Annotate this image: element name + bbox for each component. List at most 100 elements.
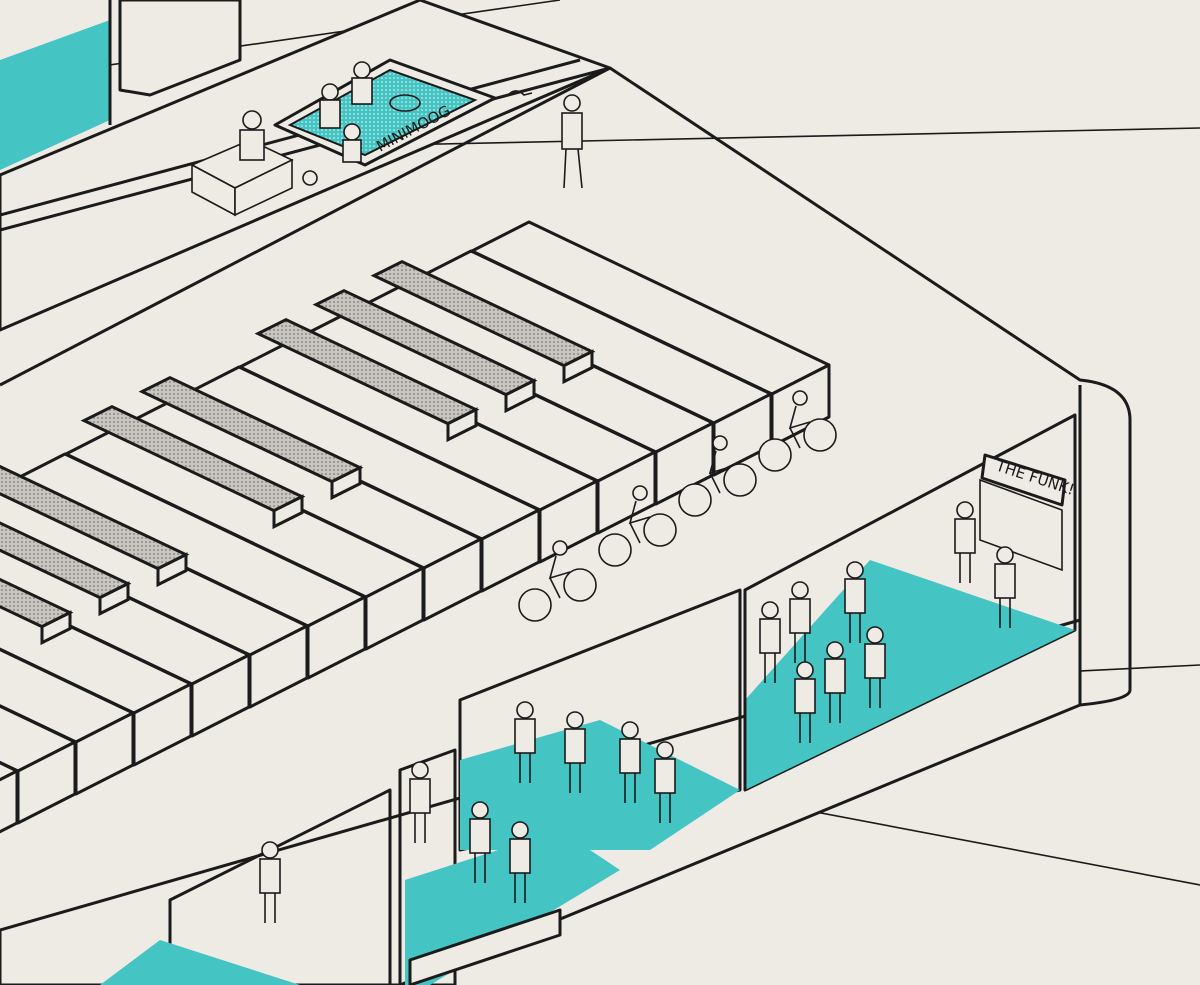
bike-wheel	[803, 418, 837, 452]
cyclist	[678, 435, 757, 517]
person-legs	[264, 893, 276, 923]
person	[864, 626, 886, 708]
rider-head	[792, 390, 808, 406]
person-legs	[659, 793, 671, 823]
person-body	[469, 818, 491, 854]
bike-wheel	[518, 588, 552, 622]
person	[564, 711, 586, 793]
bench	[408, 908, 562, 985]
person-head	[411, 761, 429, 779]
person-body	[759, 618, 781, 654]
person	[509, 821, 531, 903]
bike-wheel	[758, 438, 792, 472]
person-legs	[764, 653, 776, 683]
person	[469, 801, 491, 883]
person-body	[824, 658, 846, 694]
rider-head	[552, 540, 568, 556]
person-legs	[569, 763, 581, 793]
person-head	[621, 721, 639, 739]
person-legs	[799, 713, 811, 743]
person-head	[866, 626, 884, 644]
person-body	[844, 578, 866, 614]
person-legs	[624, 773, 636, 803]
person-legs	[829, 693, 841, 723]
person	[759, 601, 781, 683]
bike-wheel	[678, 483, 712, 517]
person	[619, 721, 641, 803]
person-legs	[474, 853, 486, 883]
cyclist	[518, 540, 597, 622]
rider-body	[708, 450, 731, 494]
rider-head	[712, 435, 728, 451]
person-head	[826, 641, 844, 659]
person	[954, 501, 976, 583]
band-members	[259, 501, 1016, 923]
person-body	[509, 838, 531, 874]
rider-body	[788, 405, 811, 449]
cyclist	[598, 485, 677, 567]
person-head	[261, 841, 279, 859]
person-body	[514, 718, 536, 754]
black-key-front	[156, 552, 188, 588]
person-body	[409, 778, 431, 814]
person-body	[654, 758, 676, 794]
person-body	[789, 598, 811, 634]
black-key-front	[98, 581, 130, 617]
person	[789, 581, 811, 663]
person-legs	[959, 553, 971, 583]
person-head	[996, 546, 1014, 564]
person	[794, 661, 816, 743]
rider-body	[628, 500, 651, 544]
black-key-front	[330, 465, 362, 501]
person-body	[864, 643, 886, 679]
bike-wheel	[598, 533, 632, 567]
person-head	[471, 801, 489, 819]
person-legs	[514, 873, 526, 903]
person-head	[761, 601, 779, 619]
person	[824, 641, 846, 723]
rider-head	[632, 485, 648, 501]
upper-panel	[0, 0, 1132, 707]
person-legs	[999, 598, 1011, 628]
people-in-pool	[319, 61, 373, 163]
rider-body	[548, 555, 571, 599]
dj-desk	[190, 110, 318, 217]
person-body	[564, 728, 586, 764]
bike-wheel	[563, 568, 597, 602]
upper-left-room	[0, 0, 242, 170]
person-head	[511, 821, 529, 839]
person-head	[791, 581, 809, 599]
cyclists	[518, 390, 837, 622]
black-key-front	[40, 610, 72, 646]
person-legs	[519, 753, 531, 783]
person	[844, 561, 866, 643]
person-head	[796, 661, 814, 679]
piano-keys	[0, 220, 831, 834]
white-key	[0, 761, 19, 782]
white-key-front	[0, 769, 19, 834]
person-head	[846, 561, 864, 579]
bike-wheel	[643, 513, 677, 547]
person	[409, 761, 431, 843]
person-legs	[849, 613, 861, 643]
person	[514, 701, 536, 783]
person-legs	[794, 633, 806, 663]
person-legs	[414, 813, 426, 843]
funk-poster-frame	[980, 453, 1067, 507]
standing-person	[507, 90, 583, 189]
person-body	[619, 738, 641, 774]
person	[259, 841, 281, 923]
black-key-front	[504, 378, 536, 414]
person-head	[566, 711, 584, 729]
person	[654, 741, 676, 823]
person	[994, 546, 1016, 628]
person-head	[516, 701, 534, 719]
black-key-front	[446, 407, 478, 443]
bike-wheel	[723, 463, 757, 497]
person-body	[994, 563, 1016, 599]
person-body	[259, 858, 281, 894]
person-head	[956, 501, 974, 519]
person-body	[794, 678, 816, 714]
person-body	[954, 518, 976, 554]
